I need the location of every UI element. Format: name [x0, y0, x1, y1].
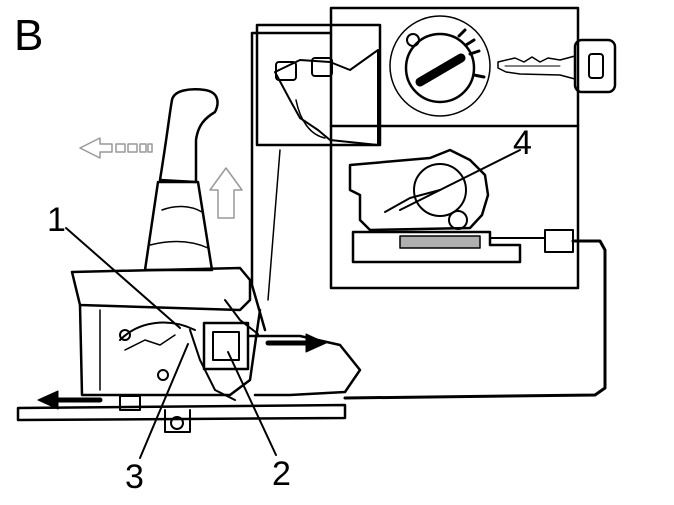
interlock-cable [250, 31, 607, 400]
callout-3: 3 [125, 458, 144, 496]
callout-leaders [65, 149, 521, 459]
shift-button-detail [274, 49, 379, 146]
linkage-motion-arrow [37, 390, 103, 410]
shifter-housing [16, 266, 347, 433]
callout-4: 4 [513, 124, 532, 162]
solenoid-motion-arrow [265, 333, 327, 353]
ignition-key-cylinder-icon [389, 15, 491, 117]
callout-2: 2 [272, 455, 291, 493]
key-interlock-lever-icon [348, 148, 574, 264]
panel-label: B [14, 11, 44, 60]
up-arrow-icon [209, 167, 243, 219]
inset-frames [255, 6, 580, 290]
shift-lock-solenoid-icon [189, 299, 362, 401]
left-arrow-icon [79, 137, 153, 159]
shift-lever-icon [143, 88, 219, 272]
callout-1: 1 [47, 201, 66, 239]
ignition-key-icon [497, 38, 617, 94]
